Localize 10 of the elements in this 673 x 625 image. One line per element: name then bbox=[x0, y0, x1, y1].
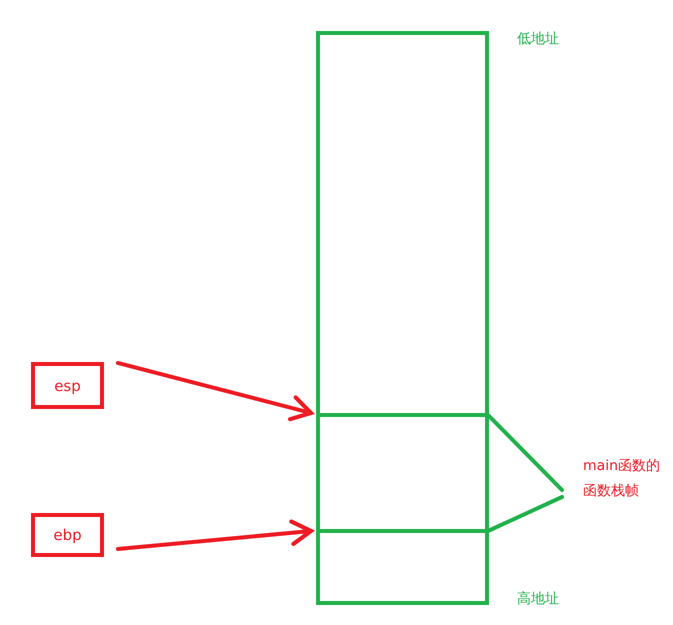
register-box: ebp bbox=[31, 513, 104, 557]
bracket-line bbox=[486, 413, 564, 492]
register-box: esp bbox=[31, 362, 104, 409]
frame-label: main函数的函数栈帧 bbox=[583, 454, 667, 504]
arrow bbox=[116, 361, 314, 422]
bracket-line bbox=[486, 495, 564, 533]
address-label: 高地址 bbox=[517, 590, 559, 608]
address-label: 低地址 bbox=[517, 30, 559, 48]
arrow bbox=[116, 519, 314, 551]
stack-column bbox=[316, 31, 489, 605]
